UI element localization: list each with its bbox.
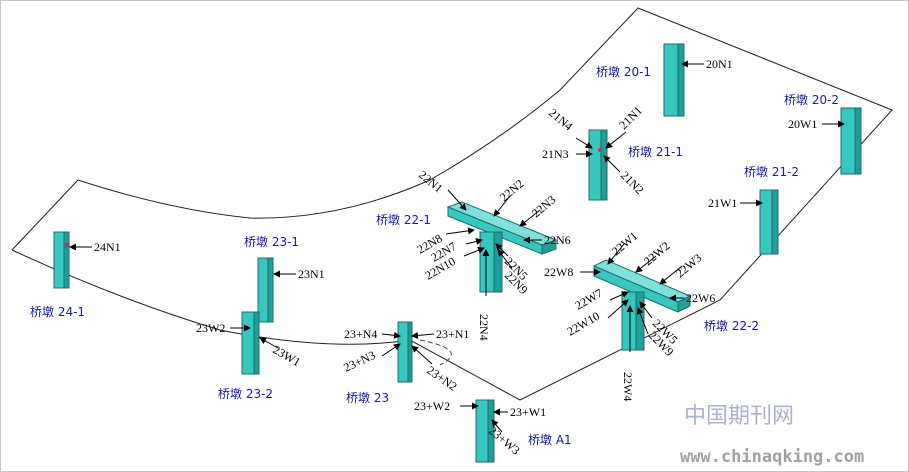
- label-23pw1: 23+W1: [510, 405, 546, 419]
- label-20w1: 20W1: [788, 117, 817, 131]
- label-22w6: 22W6: [686, 291, 715, 305]
- label-23pn4: 23+N4: [344, 327, 377, 341]
- pier-label-20-2: 桥墩 20-2: [784, 93, 839, 107]
- label-23pw2: 23+W2: [414, 399, 450, 413]
- label-22w3: 22W3: [673, 251, 704, 281]
- label-23n1: 23N1: [298, 267, 325, 281]
- pier-24-1: [53, 231, 70, 289]
- deck-outline: [11, 7, 893, 401]
- pier-23: [397, 321, 413, 383]
- watermark-cn: 中国期刊网: [684, 404, 794, 429]
- label-23pn1: 23+N1: [436, 327, 469, 341]
- watermark-url: www.chinaqking.com: [680, 447, 864, 467]
- pier-23-1: [257, 257, 274, 323]
- pier-21-2: [759, 189, 779, 255]
- pier-label-a1: 桥墩 A1: [528, 433, 572, 447]
- pier-21-1: [588, 129, 608, 201]
- pier-label-21-1: 桥墩 21-1: [628, 145, 683, 159]
- pier-label-23-2: 桥墩 23-2: [218, 387, 273, 401]
- label-23w1: 23W1: [271, 342, 303, 369]
- pier-a1: [475, 399, 495, 463]
- label-22w4: 22W4: [621, 372, 635, 401]
- pier-label-22-1: 桥墩 22-1: [376, 213, 431, 227]
- label-21n3: 21N3: [542, 147, 569, 161]
- label-22w7: 22W7: [573, 286, 605, 313]
- pointer-arrows: [69, 60, 845, 433]
- label-23w2: 23W2: [196, 321, 225, 335]
- pier-label-22-2: 桥墩 22-2: [704, 319, 759, 333]
- pier-label-20-1: 桥墩 20-1: [596, 65, 651, 79]
- pier-label-23: 桥墩 23: [346, 391, 389, 405]
- pier-22-2: [592, 259, 692, 351]
- label-21n2: 21N2: [618, 168, 647, 197]
- label-22n2: 22N2: [497, 176, 526, 204]
- label-22w2: 22W2: [641, 239, 672, 269]
- label-22n1: 22N1: [416, 168, 445, 196]
- label-24n1: 24N1: [94, 240, 121, 254]
- label-22n3: 22N3: [529, 192, 558, 220]
- label-22n6: 22N6: [544, 233, 571, 247]
- label-21w1: 21W1: [708, 196, 737, 210]
- pier-20-2: [840, 107, 862, 175]
- label-22n4: 22N4: [477, 314, 491, 341]
- label-22w10: 22W10: [565, 309, 603, 339]
- label-23pn2: 23+N2: [424, 363, 459, 394]
- pier-20-1: [663, 43, 685, 117]
- pier-23-2: [241, 311, 260, 375]
- label-22w1: 22W1: [609, 229, 640, 259]
- pier-label-24-1: 桥墩 24-1: [30, 305, 85, 319]
- label-20n1: 20N1: [706, 57, 733, 71]
- label-22w8: 22W8: [544, 265, 573, 279]
- label-21n4: 21N4: [546, 106, 575, 134]
- label-21n1: 21N1: [616, 103, 645, 132]
- pier-22-1: [446, 201, 558, 293]
- label-23pn3: 23+N3: [341, 348, 377, 375]
- pier-label-23-1: 桥墩 23-1: [244, 235, 299, 249]
- pier-label-21-2: 桥墩 21-2: [744, 165, 799, 179]
